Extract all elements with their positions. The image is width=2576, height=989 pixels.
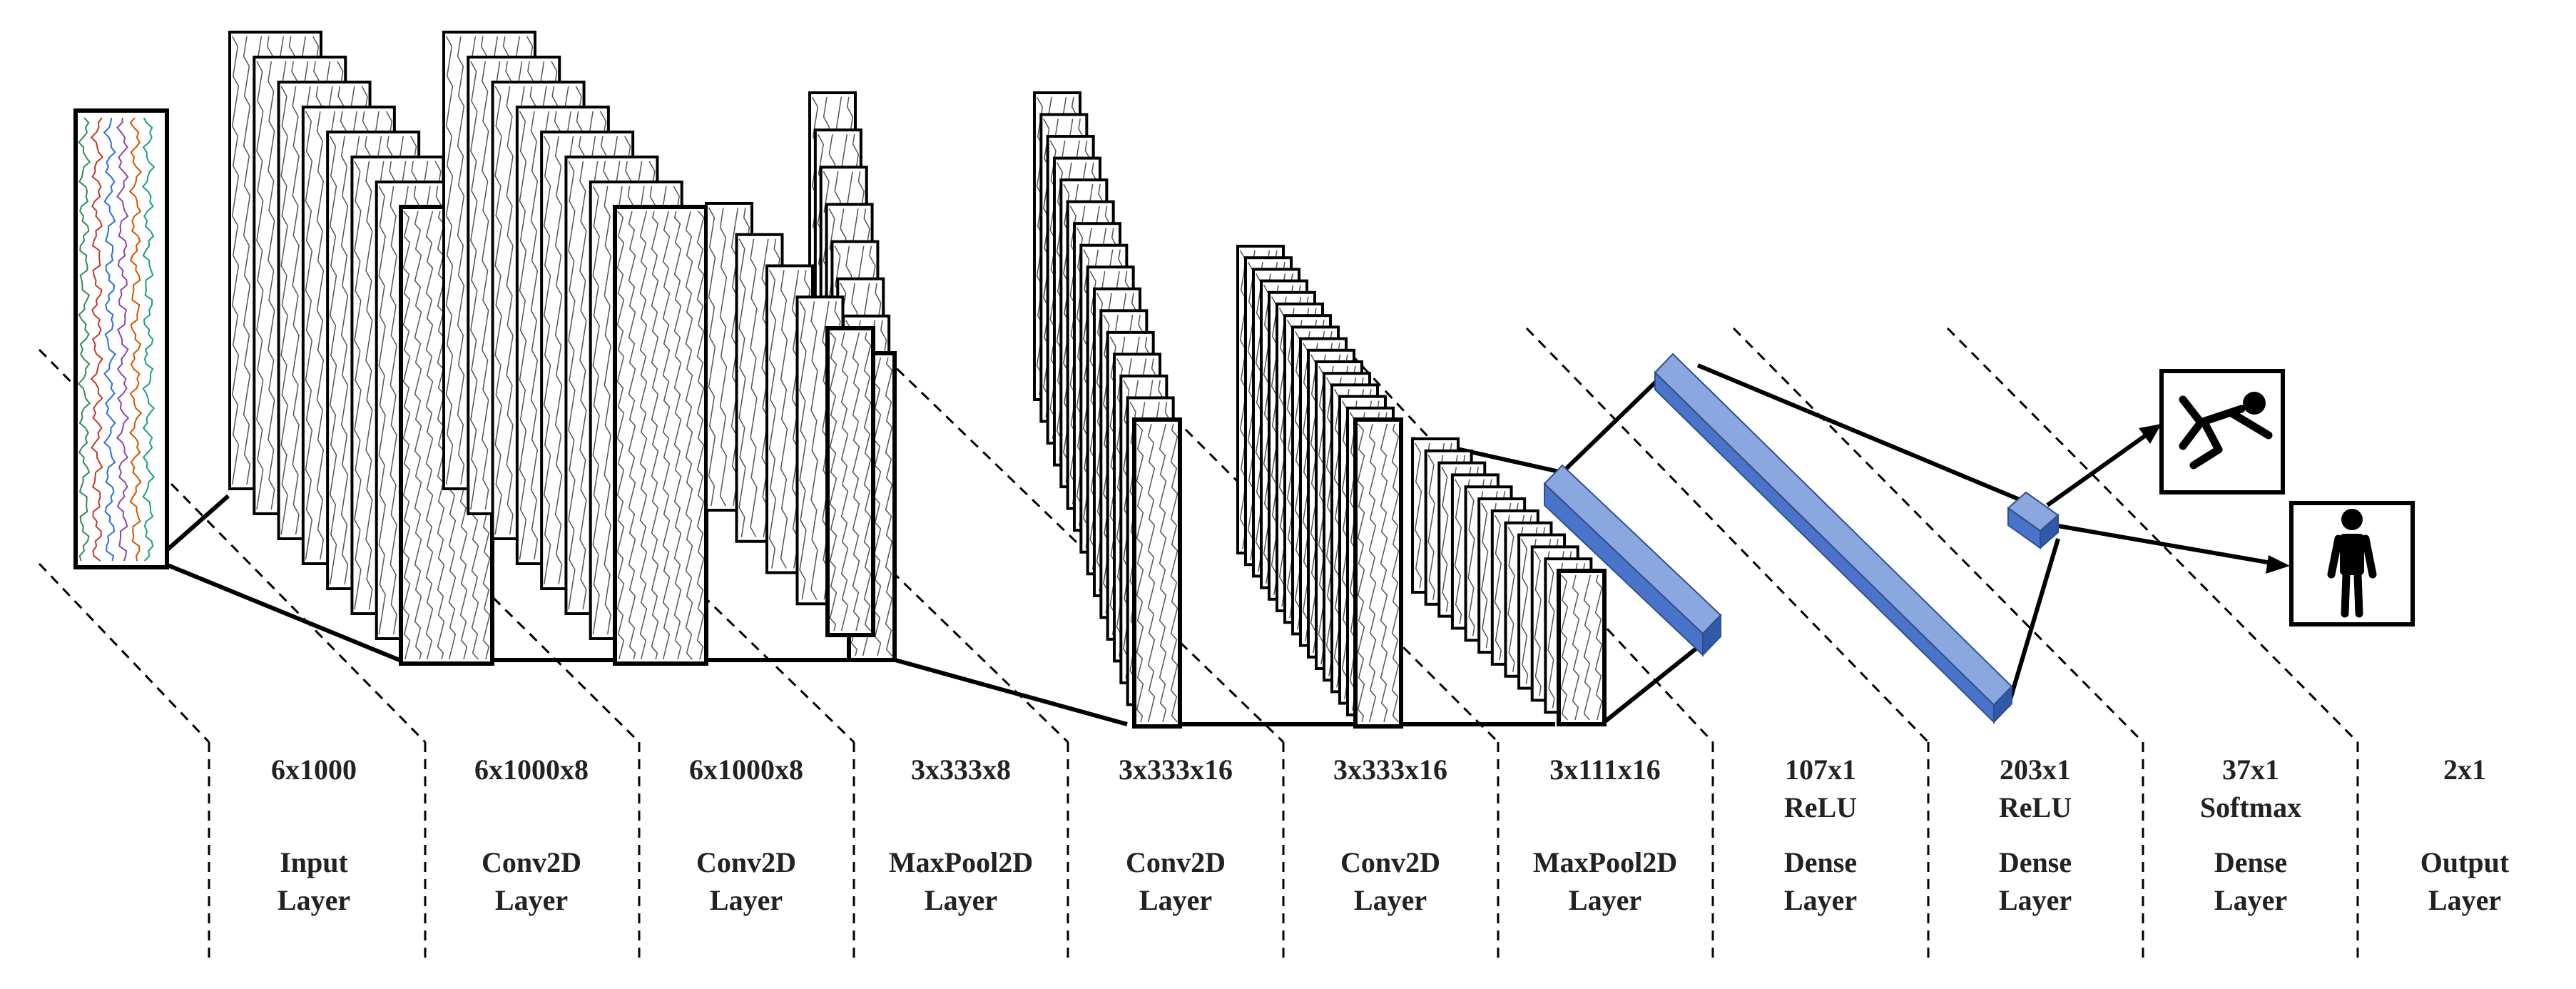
diagonal-separator xyxy=(38,562,210,744)
layer-dims: 107x1 xyxy=(1785,754,1856,786)
layer-dims: 3x333x8 xyxy=(911,754,1011,786)
output-class-normal xyxy=(2289,501,2415,627)
signal-waveforms xyxy=(77,117,156,562)
layer-dims: 3x111x16 xyxy=(1549,754,1661,786)
layer-type: Conv2D xyxy=(1126,846,1226,878)
connector-input-conv1-bottom xyxy=(166,563,401,662)
layer-type: Dense xyxy=(1999,846,2072,878)
feature-map-front xyxy=(1557,569,1607,726)
connector-pool1-conv3 xyxy=(895,658,1128,726)
layer-word: Layer xyxy=(1354,884,1427,916)
diagonal-separator xyxy=(1732,327,2144,744)
feature-map-front xyxy=(1132,417,1182,729)
layer-dims: 6x1000 xyxy=(271,754,357,786)
feature-map-front xyxy=(613,205,708,666)
output-class-fall xyxy=(2159,369,2285,494)
layer-type: Conv2D xyxy=(1340,846,1440,878)
feature-map-front xyxy=(1353,417,1403,729)
input-signal-layer xyxy=(73,108,169,569)
connector-pool2-dense1-bottom xyxy=(1600,636,1710,726)
layer-type: MaxPool2D xyxy=(889,846,1033,878)
layer-type: Conv2D xyxy=(482,846,581,878)
layer-activation: Softmax xyxy=(2200,791,2301,823)
conv2d-4-stack xyxy=(1236,245,1403,729)
arrowhead-fall xyxy=(2139,424,2162,444)
diagonal-separator xyxy=(1946,327,2359,744)
layer-word: Layer xyxy=(2428,884,2501,916)
layer-dims: 3x333x16 xyxy=(1333,754,1447,786)
layer-dims: 6x1000x8 xyxy=(689,754,803,786)
layer-type: Dense xyxy=(1784,846,1857,878)
layer-activation: ReLU xyxy=(1784,791,1857,823)
layer-word: Layer xyxy=(278,884,350,916)
layer-dims: 37x1 xyxy=(2222,754,2279,786)
connector-dense2-dense3-top xyxy=(1696,363,2026,504)
arrow-to-normal-class xyxy=(2057,524,2276,566)
maxpool2d-1-rear xyxy=(705,202,875,637)
diagonal-separator xyxy=(1525,327,1930,744)
falling-person-icon xyxy=(2179,392,2273,470)
layer-type: Output xyxy=(2420,846,2510,878)
layer-type: Input xyxy=(280,846,348,878)
maxpool2d-2-stack xyxy=(1411,437,1607,726)
layer-word: Layer xyxy=(1139,884,1212,916)
layer-word: Layer xyxy=(1784,884,1857,916)
arrowhead-normal xyxy=(2266,555,2290,574)
layer-type: Conv2D xyxy=(696,846,796,878)
layer-type: MaxPool2D xyxy=(1533,846,1677,878)
dense-layer-203 xyxy=(1654,353,2013,724)
layer-word: Layer xyxy=(710,884,783,916)
layer-word: Layer xyxy=(2214,884,2287,916)
feature-map-stacks xyxy=(228,31,1607,729)
conv2d-2-stack xyxy=(442,31,708,666)
layer-labels: 6x1000InputLayer6x1000x8Conv2DLayer6x100… xyxy=(271,754,2510,916)
dense-layer-37 xyxy=(2007,491,2060,550)
layer-dims: 2x1 xyxy=(2443,754,2486,786)
connector-dense2-dense3-bottom xyxy=(2006,538,2060,707)
layer-word: Layer xyxy=(925,884,997,916)
dense-layer-107 xyxy=(1543,464,1722,657)
layer-activation: ReLU xyxy=(1999,791,2072,823)
connector-input-conv1 xyxy=(166,494,230,552)
layer-word: Layer xyxy=(1569,884,1641,916)
layer-word: Layer xyxy=(1999,884,2072,916)
arrow-to-fall-class xyxy=(2046,430,2152,507)
layer-dims: 203x1 xyxy=(2000,754,2071,786)
feature-map-front xyxy=(825,326,875,637)
layer-dims: 3x333x16 xyxy=(1119,754,1233,786)
layer-type: Dense xyxy=(2214,846,2287,878)
layer-connectors xyxy=(166,363,2290,726)
layer-dims: 6x1000x8 xyxy=(474,754,589,786)
layer-word: Layer xyxy=(495,884,568,916)
conv2d-3-stack xyxy=(1033,91,1182,729)
standing-person-icon xyxy=(2327,509,2377,618)
